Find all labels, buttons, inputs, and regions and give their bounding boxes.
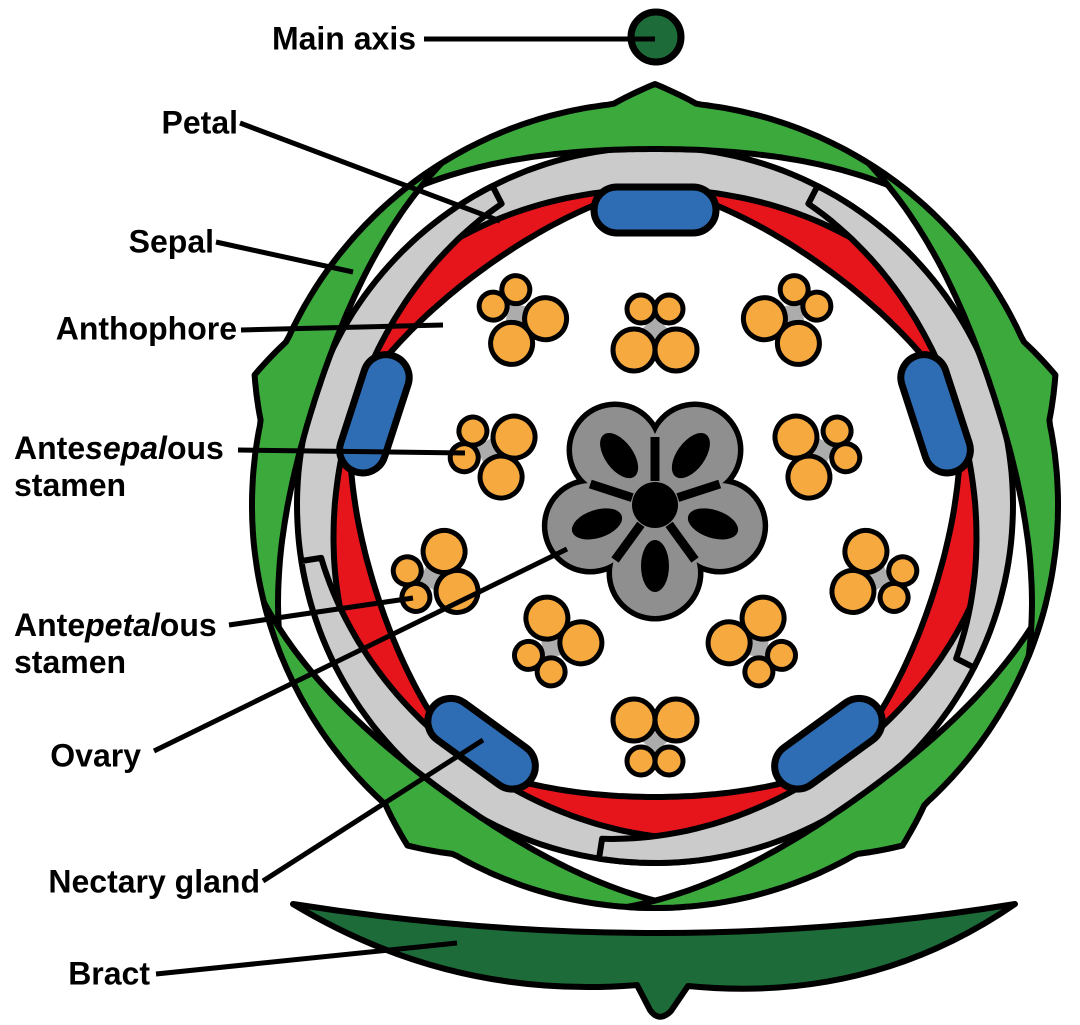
antesepalous-stamen-shape: [705, 594, 799, 689]
label-main-axis-text: Main axis: [271, 20, 416, 57]
ovary-locule: [687, 508, 739, 540]
label-sepal-text: Sepal: [128, 223, 214, 260]
antesepalous-stamen-shape: [610, 292, 700, 374]
anther-sac: [652, 326, 700, 374]
label-petal: Petal: [162, 105, 238, 142]
label-main-axis: Main axis: [272, 21, 416, 58]
label-antepetalous-stamen: Antepetalous stamen: [14, 607, 217, 681]
leader-line-sepal: [215, 239, 354, 275]
ovary-shape: [541, 401, 769, 622]
nectary-gland-shape: [897, 351, 974, 477]
label-bract-text: Bract: [68, 955, 150, 992]
anther-sac: [785, 453, 833, 501]
antepetalous-stamen-shape: [740, 273, 834, 367]
anther-sac: [420, 527, 468, 575]
antepetalous-stamen-shape: [476, 273, 570, 367]
anther-sac: [490, 413, 538, 461]
anther-sac: [705, 619, 753, 667]
anther-sac: [829, 441, 863, 475]
leader-line-bract: [155, 940, 458, 977]
anther-sac: [456, 414, 490, 448]
anther-sac: [390, 554, 424, 588]
leader-line-antesepalous-stamen: [237, 447, 466, 456]
nectary-gland-shape: [771, 694, 886, 793]
anther-sac: [652, 292, 686, 326]
ovary-column: [632, 482, 678, 528]
ovary-locule: [571, 508, 623, 540]
ovary-septum: [611, 521, 645, 563]
nectary-gland-shape: [336, 351, 413, 477]
label-antesepalous-line2: stamen: [14, 467, 127, 503]
label-antesepalous-line1: Antesepalous: [14, 430, 224, 466]
anther-sac: [800, 289, 834, 323]
anther-sac: [523, 594, 571, 642]
anther-sac: [610, 696, 658, 744]
antesepalous-stamen-shape: [511, 594, 605, 689]
leader-line-petal: [239, 120, 501, 224]
label-ovary-text: Ovary: [50, 737, 141, 774]
label-anthophore: Anthophore: [56, 311, 237, 348]
label-sepal: Sepal: [129, 224, 214, 261]
ovary-septum: [665, 521, 699, 563]
antesepalous-stamen-shape: [447, 413, 538, 501]
anther-sac: [742, 655, 776, 689]
label-anthophore-text: Anthophore: [55, 310, 237, 347]
antepetalous-stamen-shape: [829, 527, 920, 615]
antepetalous-stamen-shape: [610, 696, 700, 778]
ovary-locule: [600, 433, 639, 479]
anther-sac: [624, 292, 658, 326]
leader-line-antepetalous-stamen: [228, 595, 414, 628]
anther-sac: [652, 696, 700, 744]
ovary-septum: [588, 479, 634, 502]
anther-sac: [829, 567, 877, 615]
label-antepetalous-line2: stamen: [14, 644, 127, 680]
label-nectary-gland-text: Nectary gland: [48, 863, 260, 900]
label-petal-text: Petal: [161, 104, 238, 141]
anther-sac: [511, 638, 545, 672]
anthophore-ring-segment: [805, 183, 1016, 671]
label-nectary-gland: Nectary gland: [48, 864, 260, 901]
anther-sac: [610, 326, 658, 374]
ovary-locule: [641, 540, 669, 592]
bract-shape: [290, 901, 1018, 1020]
anther-sac: [877, 580, 911, 614]
antepetalous-stamen-shape: [390, 527, 481, 615]
ovary-locule: [671, 433, 710, 479]
anther-sac: [774, 319, 822, 367]
leader-line-anthophore: [240, 322, 444, 333]
anther-sac: [499, 273, 533, 307]
sepal-shape: [865, 160, 1061, 659]
label-bract: Bract: [68, 956, 150, 993]
anther-sac: [652, 744, 686, 778]
leader-line-nectary-gland: [261, 737, 485, 884]
ovary-septum: [676, 479, 722, 502]
label-antesepalous-stamen: Antesepalous stamen: [14, 430, 224, 504]
label-antepetalous-line1: Antepetalous: [14, 607, 217, 643]
anther-sac: [624, 744, 658, 778]
label-ovary: Ovary: [50, 738, 141, 775]
nectary-gland-shape: [590, 183, 720, 237]
antesepalous-stamen-shape: [772, 413, 863, 501]
anther-sac: [522, 295, 570, 343]
leader-line-ovary: [152, 546, 569, 754]
